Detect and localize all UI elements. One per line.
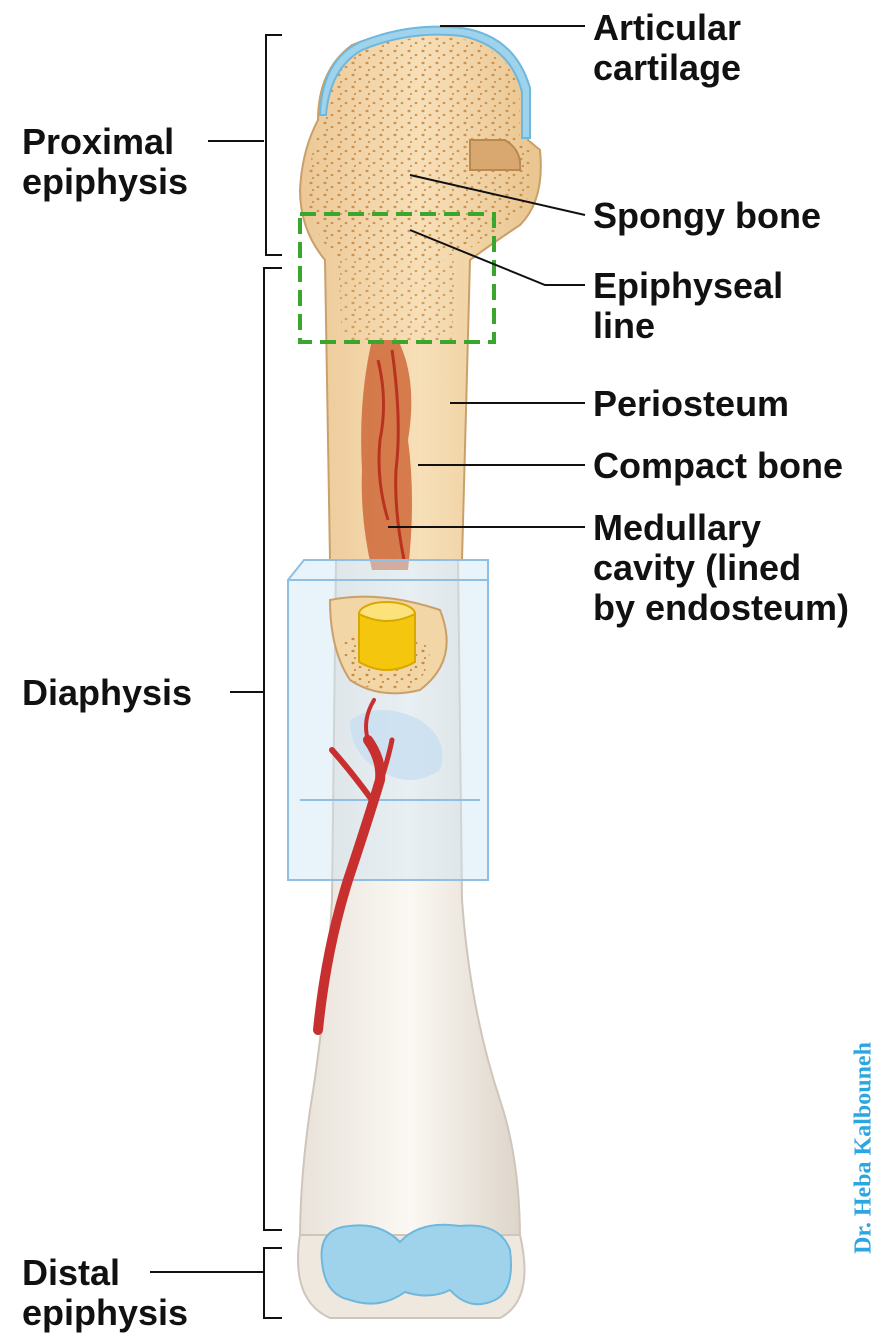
bracket-proximal: [266, 35, 282, 255]
label-line: Articular: [593, 8, 741, 48]
label-line: Periosteum: [593, 384, 789, 424]
label-line: Compact bone: [593, 446, 843, 486]
bracket-diaphysis: [264, 268, 282, 1230]
watermark-text: Dr. Heba Kalbouneh: [851, 1042, 878, 1254]
label-line: cartilage: [593, 48, 741, 88]
label-line: cavity (lined: [593, 548, 849, 588]
label-line: epiphysis: [22, 1293, 188, 1333]
label-line: line: [593, 306, 783, 346]
distal-cartilage: [322, 1225, 511, 1305]
label-line: Distal: [22, 1253, 188, 1293]
label-line: epiphysis: [22, 162, 188, 202]
label-line: Diaphysis: [22, 673, 192, 713]
label-line: Spongy bone: [593, 196, 821, 236]
spongy-texture-lower: [338, 255, 456, 340]
label-line: Medullary: [593, 508, 849, 548]
label-line: by endosteum): [593, 588, 849, 628]
label-compact-bone: Compact bone: [593, 446, 843, 486]
label-diaphysis: Diaphysis: [22, 673, 192, 713]
label-line: Proximal: [22, 122, 188, 162]
bracket-distal: [264, 1248, 282, 1318]
medullary-cavity: [361, 340, 412, 570]
label-spongy-bone: Spongy bone: [593, 196, 821, 236]
yellow-marrow: [359, 614, 415, 670]
label-periosteum: Periosteum: [593, 384, 789, 424]
label-line: Epiphyseal: [593, 266, 783, 306]
